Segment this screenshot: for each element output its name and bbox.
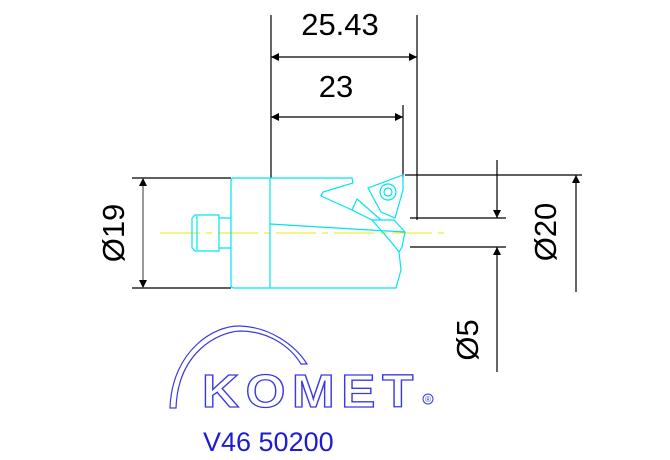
dimension-length [271,105,404,178]
registered-mark: ® [425,395,431,404]
dimension-overall-length [270,15,418,220]
dimension-bore-diameter [410,160,506,372]
dimension-label-length: 23 [319,69,353,104]
boring-tool-outline [191,174,406,289]
dimension-shank-diameter [132,177,231,289]
komet-logo-text: KOMET [202,365,420,417]
dimension-label-shank-diameter: Ø19 [96,204,131,263]
dimension-label-bore-diameter: Ø5 [450,319,485,360]
dimension-cutting-diameter [405,174,582,292]
dimension-label-cutting-diameter: Ø20 [528,203,563,262]
dimension-label-overall-length: 25.43 [301,7,379,42]
part-number: V46 50200 [203,427,334,457]
komet-logo: KOMET ® [169,325,434,418]
